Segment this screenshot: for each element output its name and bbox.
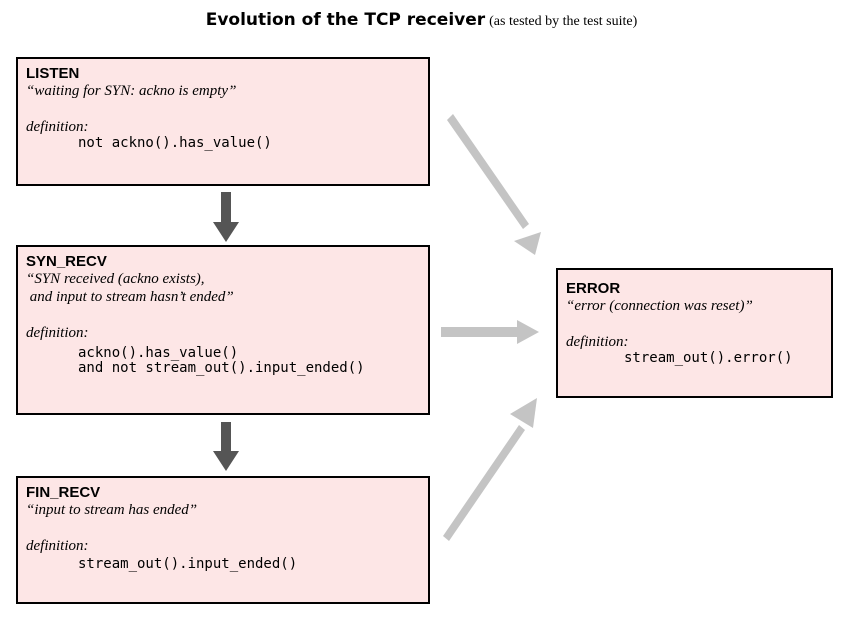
title-subtitle: (as tested by the test suite) [489,14,638,29]
definition-code: not ackno().has_value() [78,135,272,151]
state-fin-recv: FIN_RECV “input to stream has ended” def… [16,476,430,604]
state-name: LISTEN [26,65,80,82]
state-name: SYN_RECV [26,253,107,270]
definition-label: definition: [26,325,89,341]
state-name: FIN_RECV [26,484,101,501]
definition-code: and not stream_out().input_ended() [78,360,365,376]
definition-label: definition: [26,119,89,135]
arrow-syn-recv-to-error [441,320,539,344]
diagram-title: Evolution of the TCP receiver (as tested… [0,10,843,30]
definition-label: definition: [26,538,89,554]
state-name: ERROR [566,280,621,297]
arrow-syn-recv-to-fin-recv [213,422,239,471]
definition-label: definition: [566,334,629,350]
state-description: “error (connection was reset)” [566,298,753,314]
state-syn-recv: SYN_RECV “SYN received (ackno exists), a… [16,245,430,415]
state-error: ERROR “error (connection was reset)” def… [556,268,833,398]
state-listen: LISTEN “waiting for SYN: ackno is empty”… [16,57,430,186]
state-description: “waiting for SYN: ackno is empty” [26,83,237,99]
title-main: Evolution of the TCP receiver [205,10,486,30]
arrow-fin-recv-to-error [443,398,537,541]
definition-code: stream_out().input_ended() [78,556,298,572]
definition-code: ackno().has_value() [78,345,239,361]
state-description: “input to stream has ended” [26,502,198,518]
definition-code: stream_out().error() [624,350,793,366]
state-description: “SYN received (ackno exists), and input … [26,271,234,305]
arrow-listen-to-syn-recv [213,192,239,242]
arrow-listen-to-error [447,114,541,255]
